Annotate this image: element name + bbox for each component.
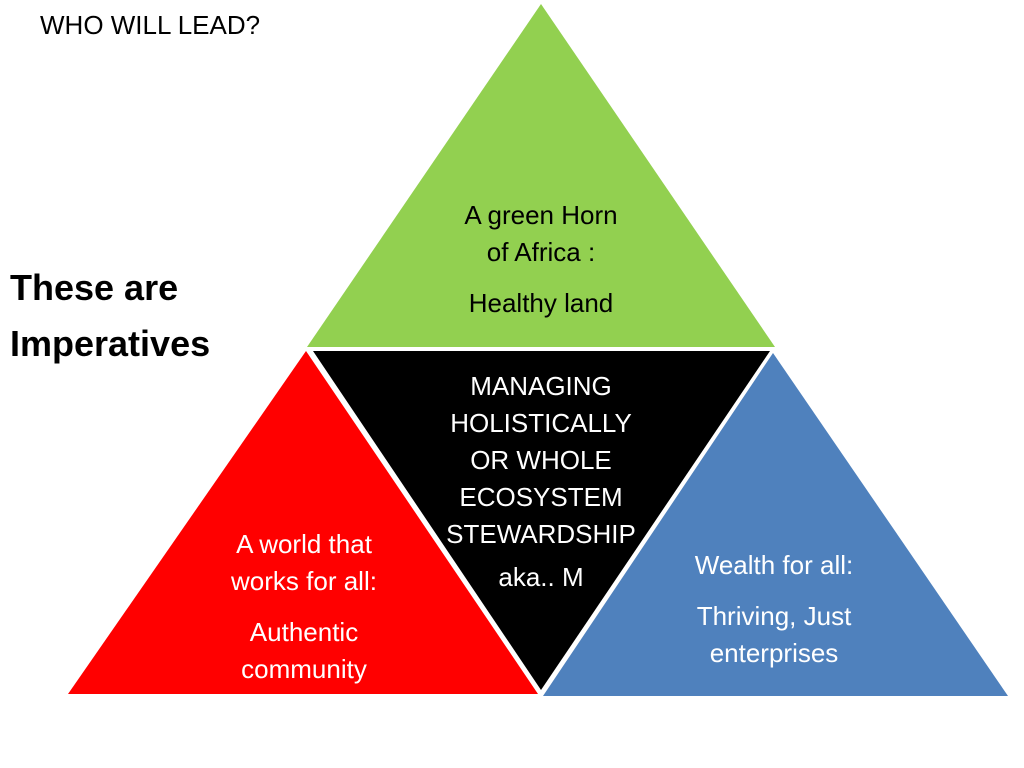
right-sub: Thriving, Just	[696, 601, 852, 631]
center-triangle-text: MANAGING HOLISTICALLY OR WHOLE ECOSYSTEM…	[421, 368, 661, 596]
black-triangle	[313, 351, 770, 690]
center-line: STEWARDSHIP	[446, 519, 636, 549]
top-triangle-text: A green Horn of Africa : Healthy land	[421, 197, 661, 322]
red-triangle	[68, 351, 538, 694]
left-sub: Authentic	[249, 617, 359, 647]
top-sub: Healthy land	[468, 288, 614, 318]
imperatives-line: Imperatives	[10, 323, 211, 364]
left-heading: A world that	[236, 529, 372, 559]
center-line: MANAGING	[470, 371, 612, 401]
slide-title: WHO WILL LEAD?	[40, 10, 261, 40]
right-heading: Wealth for all:	[694, 550, 854, 580]
blue-triangle	[543, 353, 1008, 696]
top-heading: A green Horn	[464, 200, 618, 230]
center-line: ECOSYSTEM	[459, 482, 623, 512]
left-sub: community	[241, 654, 367, 684]
left-heading: works for all:	[231, 566, 377, 596]
imperatives-label: These are Imperatives	[10, 260, 210, 372]
green-triangle	[307, 4, 775, 347]
top-heading: of Africa :	[486, 237, 596, 267]
left-triangle-text: A world that works for all: Authentic co…	[184, 526, 424, 688]
center-sub: aka.. M	[498, 562, 584, 592]
center-line: HOLISTICALLY	[450, 408, 632, 438]
right-triangle-text: Wealth for all: Thriving, Just enterpris…	[654, 547, 894, 672]
right-sub: enterprises	[709, 638, 839, 668]
center-line: OR WHOLE	[470, 445, 612, 475]
imperatives-line: These are	[10, 267, 179, 308]
